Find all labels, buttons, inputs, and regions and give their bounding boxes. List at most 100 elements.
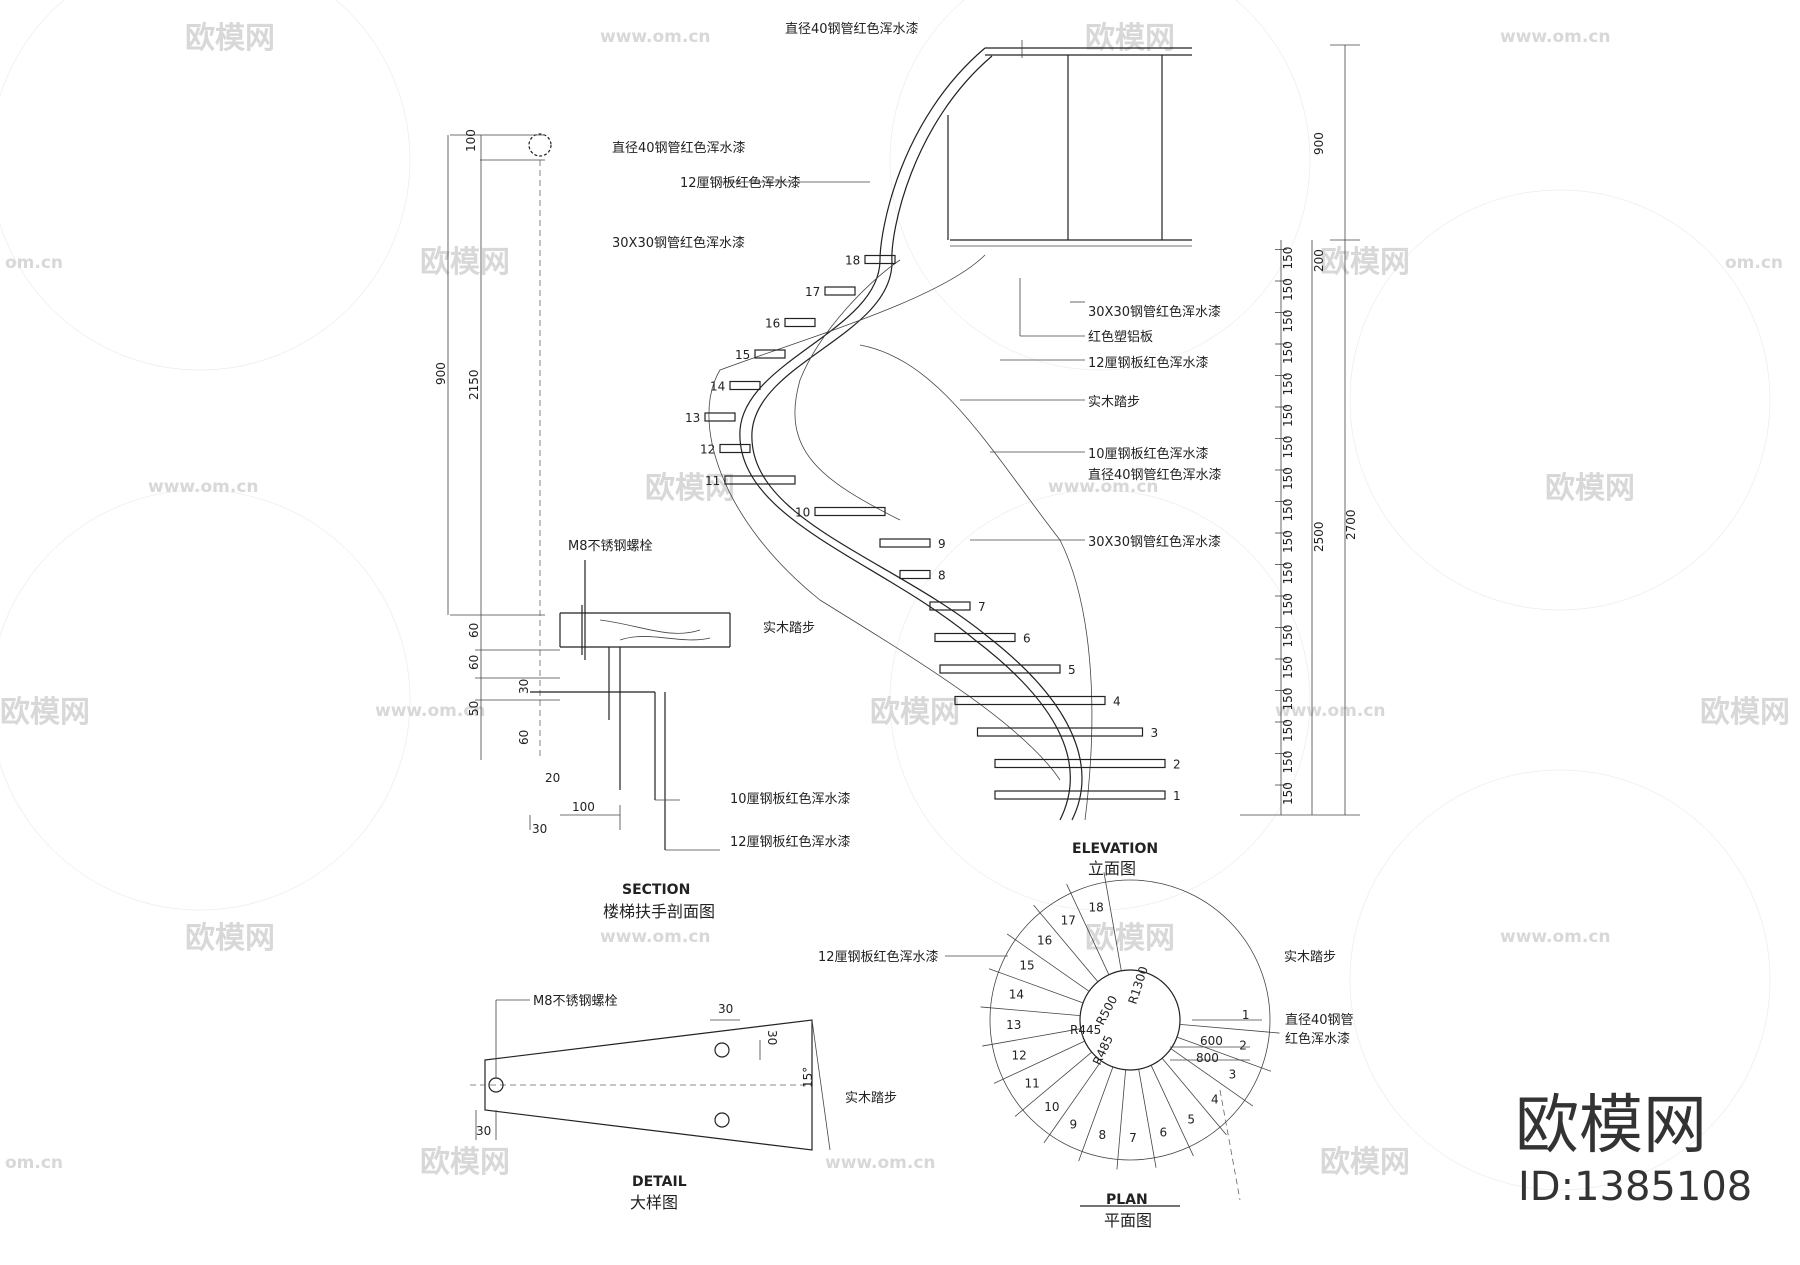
elevation-step [994,758,1166,769]
plan-inner-circle [1079,969,1181,1071]
plan-radius-r485: R485 [1090,1033,1116,1067]
watermark-url: www.om.cn [600,927,711,947]
plan-step-spoke [1116,1069,1127,1170]
dim-200: 200 [1312,249,1326,272]
label-tube30-a: 30X30钢管红色浑水漆 [1088,304,1221,320]
elevation-step-number: 3 [1151,726,1159,740]
elevation-step-number: 18 [845,254,860,268]
detail-title-en: DETAIL [632,1174,687,1190]
label-plate10: 10厘钢板红色浑水漆 [1088,446,1209,462]
label-tube40: 直径40钢管红色浑水漆 [1088,467,1222,483]
dim-2150: 2150 [467,369,481,400]
plan-step-spoke [1043,1060,1102,1144]
detail-dim-angle: 15° [801,1067,815,1088]
dim-2700: 2700 [1344,509,1358,540]
label-wood-tread: 实木踏步 [1088,395,1140,410]
watermark-layer: 欧模网 欧模网 欧模网 欧模网 欧模网 欧模网 欧模网 欧模网 欧模网 欧模网 … [0,0,1790,1191]
plan-step-number: 1 [1242,1008,1250,1022]
plan-step-number: 17 [1061,913,1076,927]
watermark-brand: 欧模网 [420,1145,510,1180]
riser-dim-label: 150 [1281,247,1295,270]
elevation-step-number: 10 [795,506,810,520]
plan-step-number: 11 [1024,1076,1039,1090]
dim-900-right: 900 [1312,132,1326,155]
watermark-url: www.om.cn [1500,27,1611,47]
watermark-brand: 欧模网 [1085,921,1175,956]
plan-step-spoke [993,1040,1085,1084]
plan-step-spoke [1170,1048,1254,1107]
plan-label-wood-tread: 实木踏步 [1284,950,1336,965]
riser-dim-label: 150 [1281,688,1295,711]
elevation-step [976,727,1144,737]
riser-dim-label: 150 [1281,373,1295,396]
watermark-brand: 欧模网 [1085,21,1175,56]
elevation-riser-dimensions: 1501501501501501501501501501501501501501… [1275,247,1295,805]
elevation-step-number: 4 [1113,695,1121,709]
plan-dim-800: 800 [1196,1051,1219,1065]
plan-step-number: 16 [1037,933,1052,947]
watermark-brand: 欧模网 [645,471,735,506]
section-view: 100 2150 900 60 60 50 30 60 20 100 30 直径… [434,129,870,921]
watermark-brand: 欧模网 [1545,471,1635,506]
elevation-step [864,254,896,265]
plan-title-cn: 平面图 [1104,1211,1152,1230]
elevation-step-number: 1 [1173,789,1181,803]
watermark-brand: 欧模网 [0,695,90,730]
plan-step-spoke [1014,1051,1092,1117]
label-plate12: 12厘钢板红色浑水漆 [1088,355,1209,371]
elevation-step [729,380,761,391]
elevation-step-number: 12 [700,443,715,457]
watermark-url: om.cn [1725,253,1783,273]
elevation-step [939,664,1061,674]
plan-step-number: 8 [1098,1128,1106,1142]
label-al-panel: 红色塑铝板 [1088,329,1153,345]
riser-dim-label: 150 [1281,719,1295,742]
elevation-step-number: 7 [978,600,986,614]
brand-id: ID:1385108 [1518,1164,1752,1210]
riser-dim-label: 150 [1281,751,1295,774]
watermark-url: www.om.cn [375,701,486,721]
label-plate10-bottom: 10厘钢板红色浑水漆 [730,791,851,807]
riser-dim-label: 150 [1281,436,1295,459]
plan-step-spoke [1150,1065,1194,1157]
elevation-step-number: 5 [1068,663,1076,677]
dim-100: 100 [464,129,478,152]
dim-100-horizontal: 100 [572,800,595,814]
plan-step-number: 15 [1019,959,1034,973]
elevation-step [814,506,886,517]
riser-dim-label: 150 [1281,625,1295,648]
detail-title-cn: 大样图 [630,1193,678,1212]
elevation-step-number: 9 [938,537,946,551]
plan-step-number: 5 [1187,1113,1195,1127]
plan-label-tube40-l1: 直径40钢管 [1285,1013,1354,1028]
elevation-step [879,538,931,548]
riser-dim-label: 150 [1281,530,1295,553]
dim-50: 50 [467,701,481,716]
plan-title-en: PLAN [1106,1192,1148,1208]
plan-radius-r445: R445 [1070,1023,1101,1037]
riser-dim-label: 150 [1281,656,1295,679]
watermark-url: om.cn [5,1153,63,1173]
elevation-step-number: 6 [1023,632,1031,646]
riser-dim-label: 150 [1281,278,1295,301]
watermark-url: om.cn [5,253,63,273]
plan-step-number: 7 [1129,1131,1137,1145]
riser-dim-label: 150 [1281,341,1295,364]
plan-step-spoke [1176,1036,1272,1072]
dim-60b: 60 [467,655,481,670]
riser-dim-label: 150 [1281,499,1295,522]
watermark-url: www.om.cn [600,27,711,47]
detail-label-wood-tread: 实木踏步 [845,1091,897,1106]
watermark-url: www.om.cn [148,477,259,497]
elevation-step [784,317,816,328]
elevation-step [704,412,736,422]
dim-30-horizontal: 30 [532,822,547,836]
plan-step-spoke [982,1028,1081,1047]
plan-dim-600: 600 [1200,1034,1223,1048]
dim-2500: 2500 [1312,521,1326,552]
detail-dim-30a: 30 [718,1002,733,1016]
elevation-steps [704,254,1166,800]
